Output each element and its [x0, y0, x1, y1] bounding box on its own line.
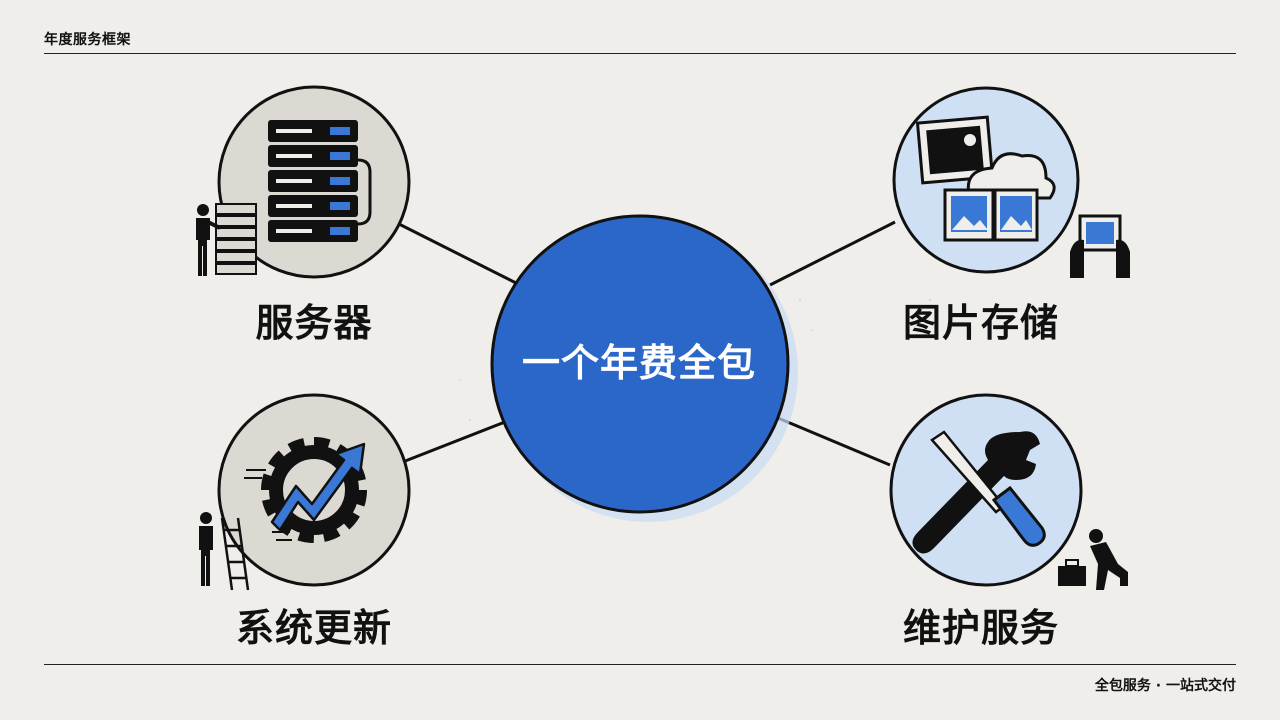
footer-tagline: 全包服务 · 一站式交付: [1094, 678, 1236, 694]
server-rack-icon: [268, 120, 372, 242]
gear-update-arrow-icon: [244, 437, 367, 543]
wrench-screwdriver-icon: [912, 430, 1046, 554]
header-rule: [44, 53, 1236, 54]
hub-circle: [490, 214, 790, 514]
connector-server: [394, 220, 521, 287]
hands-holding-photo-icon: [1070, 214, 1130, 278]
node-update: [199, 393, 411, 591]
connector-lines: [394, 220, 896, 467]
hub-label: 一个年费全包: [521, 341, 756, 385]
node-server: [196, 85, 411, 279]
node-label-maintenance: 维护服务: [902, 606, 1059, 650]
worker-on-ladder-icon: [199, 512, 250, 591]
connector-update: [394, 418, 511, 467]
node-label-update: 系统更新: [235, 606, 392, 650]
connector-maintenance: [777, 416, 891, 467]
node-maintenance: [889, 393, 1128, 590]
connector-storage: [769, 220, 896, 287]
page-title: 年度服务框架: [44, 32, 131, 48]
node-label-storage: 图片存储: [902, 301, 1059, 345]
footer-rule: [44, 664, 1236, 665]
technician-figure-icon: [196, 203, 257, 276]
paper-texture: [359, 298, 932, 611]
node-storage: [892, 86, 1130, 278]
node-label-server: 服务器: [255, 301, 373, 345]
kneeling-technician-icon: [1058, 529, 1128, 590]
photo-cloud-storage-icon: [915, 115, 1056, 242]
